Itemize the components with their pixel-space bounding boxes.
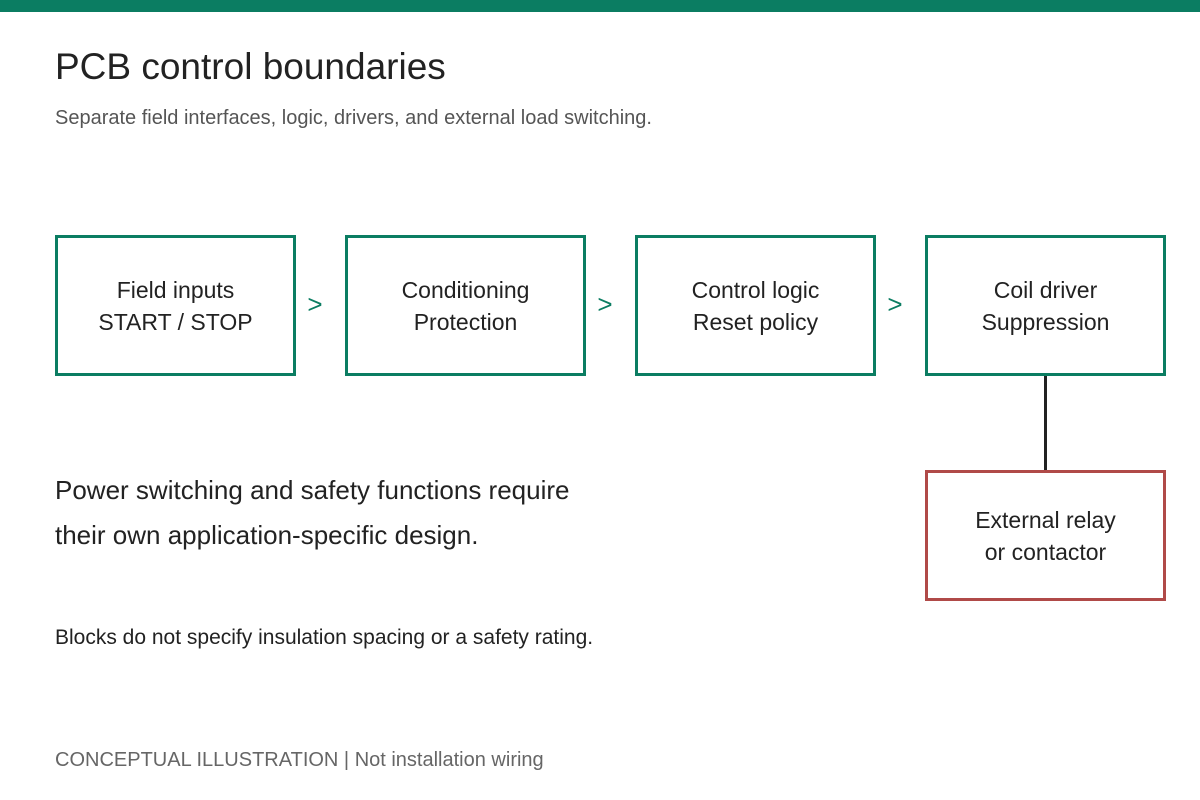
key-statement-line2: their own application-specific design.: [55, 520, 479, 550]
block-field-inputs-line2: START / STOP: [98, 308, 253, 335]
flow-arrow-3: >: [887, 289, 903, 319]
block-external-relay-line1: External relay: [975, 506, 1116, 533]
block-external-relay: External relay or contactor: [925, 470, 1166, 601]
flow-arrow-1: >: [307, 289, 323, 319]
key-statement: Power switching and safety functions req…: [55, 468, 570, 558]
flow-arrow-2: >: [597, 289, 613, 319]
footer-caption: CONCEPTUAL ILLUSTRATION | Not installati…: [55, 749, 544, 771]
connector-line: [1044, 376, 1047, 471]
page-title: PCB control boundaries: [55, 46, 446, 87]
block-conditioning-line1: Conditioning: [401, 276, 530, 303]
block-external-relay-line2: or contactor: [984, 538, 1107, 565]
block-control-logic-line1: Control logic: [691, 276, 820, 303]
key-statement-line1: Power switching and safety functions req…: [55, 475, 570, 505]
page-subtitle: Separate field interfaces, logic, driver…: [55, 107, 652, 129]
block-control-logic: Control logic Reset policy: [635, 235, 876, 376]
block-field-inputs: Field inputs START / STOP: [55, 235, 296, 376]
block-coil-driver-line1: Coil driver: [993, 276, 1098, 303]
block-conditioning-line2: Protection: [413, 308, 518, 335]
top-accent-bar: [0, 0, 1200, 12]
block-field-inputs-line1: Field inputs: [116, 276, 235, 303]
block-control-logic-line2: Reset policy: [692, 308, 819, 335]
block-coil-driver-line2: Suppression: [981, 308, 1110, 335]
block-conditioning: Conditioning Protection: [345, 235, 586, 376]
disclaimer-note: Blocks do not specify insulation spacing…: [55, 626, 594, 649]
block-coil-driver: Coil driver Suppression: [925, 235, 1166, 376]
